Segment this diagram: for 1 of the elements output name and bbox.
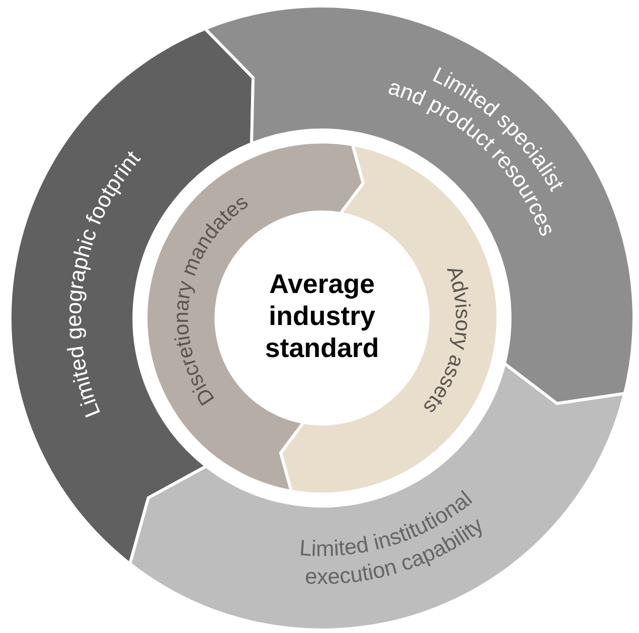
center-label: Average industry standard: [242, 268, 402, 364]
